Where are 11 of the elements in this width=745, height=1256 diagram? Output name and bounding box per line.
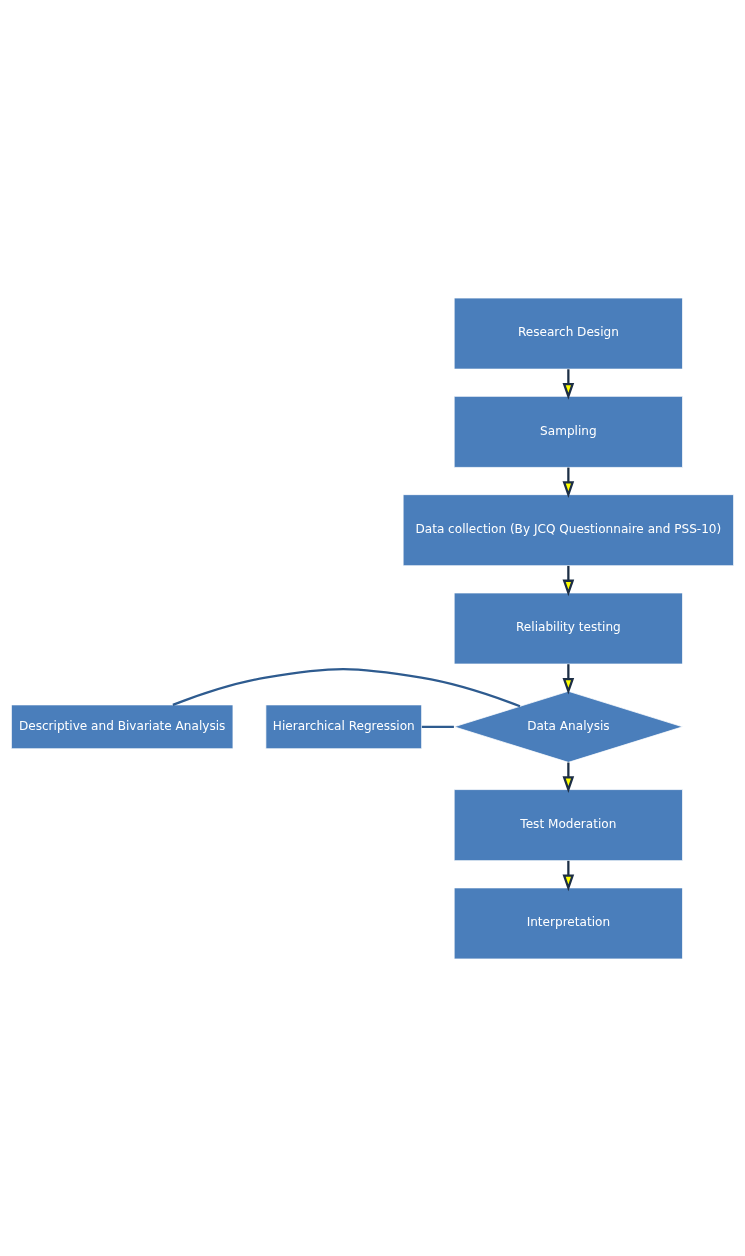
node-box: Data collection (By JCQ Questionnaire and PSS-10) — [402, 493, 734, 566]
node-box: Sampling — [453, 395, 683, 468]
node-box: Descriptive and Bivariate Analysis — [11, 704, 234, 749]
connector — [172, 667, 521, 707]
node-box: Test Moderation — [453, 788, 683, 861]
node-box: Reliability testing — [453, 592, 683, 664]
node-box: Research Design — [453, 297, 683, 369]
connector — [421, 725, 454, 728]
node-box: Hierarchical Regression — [265, 704, 423, 749]
node-box: Interpretation — [453, 887, 683, 959]
node-diamond: Data Analysis — [453, 690, 683, 763]
